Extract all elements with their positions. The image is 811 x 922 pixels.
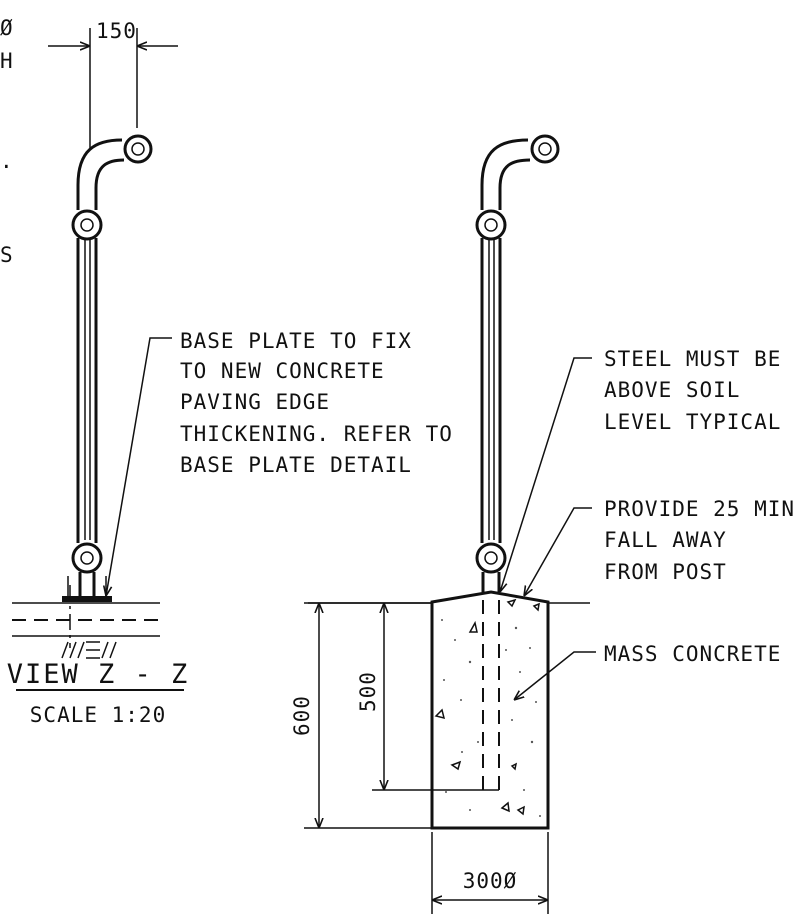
- lower-ring: [71, 542, 103, 574]
- rpost-lower-ring-hole: [484, 551, 498, 565]
- edge-fragment-3: .: [0, 149, 14, 173]
- steel-note-leader: [500, 357, 592, 592]
- top-end-ring: [123, 134, 153, 164]
- dim-150-label: 150: [96, 19, 137, 43]
- dim-600-label: 600: [290, 695, 314, 736]
- base-plate-note: BASE PLATE TO FIX TO NEW CONCRETE PAVING…: [180, 329, 453, 477]
- base-plate-note-line-3: PAVING EDGE: [180, 390, 330, 414]
- steel-note-line-2: ABOVE SOIL: [604, 378, 740, 402]
- base-plate-leader: [106, 337, 172, 596]
- rpost-lower-ring: [475, 542, 507, 574]
- view-title: VIEW Z - Z: [7, 659, 190, 690]
- right-post-section: 600 500 300Ø: [290, 134, 596, 914]
- steel-note-line-3: LEVEL TYPICAL: [604, 410, 781, 434]
- upper-ring-hole: [80, 218, 94, 232]
- edge-fragment-2: H: [0, 49, 14, 73]
- left-post-elevation: 150: [12, 19, 178, 659]
- base-plate-note-line-5: BASE PLATE DETAIL: [180, 453, 412, 477]
- rpost-top-end-ring: [530, 134, 560, 164]
- base-plate-note-line-1: BASE PLATE TO FIX: [180, 329, 412, 353]
- fall-note-line-3: FROM POST: [604, 560, 727, 584]
- lower-ring-hole: [80, 551, 94, 565]
- steel-note: STEEL MUST BE ABOVE SOIL LEVEL TYPICAL: [604, 347, 781, 434]
- post-bend-outer: [76, 138, 123, 210]
- soil-hatching: [61, 641, 117, 659]
- edge-fragment-1: Ø: [0, 16, 14, 40]
- dim-500-label: 500: [356, 671, 380, 712]
- base-plate-note-line-4: THICKENING. REFER TO: [180, 422, 453, 446]
- view-scale: SCALE 1:20: [30, 703, 166, 727]
- edge-fragment-4: S: [0, 243, 14, 267]
- post-bend-inner: [94, 158, 125, 210]
- top-end-hole: [131, 142, 145, 156]
- fall-note-leader: [524, 507, 592, 596]
- dim-300-label: 300Ø: [463, 869, 518, 893]
- mass-concrete-note: MASS CONCRETE: [604, 642, 781, 666]
- mass-concrete-leader: [514, 651, 596, 700]
- concrete-footing-outline: [430, 590, 550, 830]
- rpost-upper-ring-hole: [484, 218, 498, 232]
- base-plate: [62, 596, 112, 602]
- rpost-bend-inner: [498, 158, 531, 210]
- rpost-bend-outer: [480, 138, 529, 210]
- base-plate-note-line-2: TO NEW CONCRETE: [180, 359, 385, 383]
- fall-note-line-2: FALL AWAY: [604, 528, 727, 552]
- fall-note: PROVIDE 25 MIN FALL AWAY FROM POST: [604, 497, 795, 584]
- upper-ring: [71, 209, 103, 241]
- rpost-upper-ring: [475, 209, 507, 241]
- fall-note-line-1: PROVIDE 25 MIN: [604, 497, 795, 521]
- rpost-top-end-hole: [538, 142, 552, 156]
- steel-note-line-1: STEEL MUST BE: [604, 347, 781, 371]
- concrete-aggregate: [434, 598, 541, 817]
